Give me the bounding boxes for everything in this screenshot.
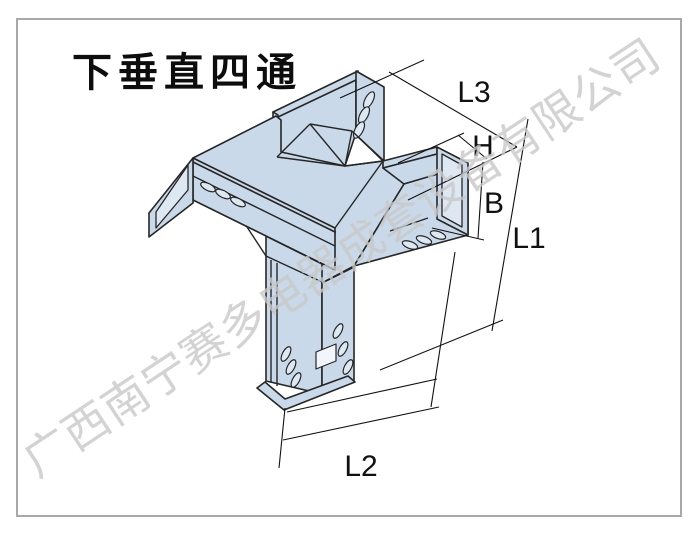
dim-line-l2-upper: [286, 378, 438, 413]
slot-icon: [280, 346, 292, 362]
slot-icon: [200, 181, 216, 193]
drop-chamfer-edge: [246, 226, 267, 257]
dim-line-l1: [491, 118, 529, 332]
left-branch-end-ring-inner: [155, 164, 189, 229]
slot-icon: [215, 188, 231, 200]
dim-ext-l3-far: [339, 59, 425, 99]
dim-label-h: H: [472, 130, 494, 163]
page-title: 下垂直四通: [72, 51, 302, 95]
dimension-labels: L3 H B L1 L2: [344, 76, 545, 483]
dim-ext-h-bottom: [407, 146, 518, 201]
dim-label-l1: L1: [512, 222, 545, 255]
slot-icon: [337, 341, 349, 357]
drop-bottom-end-ring: [256, 375, 356, 411]
dim-line-l2: [282, 406, 440, 441]
drop-fold-line: [265, 255, 323, 283]
slot-icon: [429, 230, 447, 240]
right-branch-slot-holes: [401, 230, 447, 250]
slot-icon: [230, 196, 246, 208]
dim-line-b: [477, 161, 484, 239]
dim-line-l3: [388, 71, 518, 148]
dim-ext-l2-right: [430, 251, 456, 408]
vertical-drop-channel: [246, 226, 356, 411]
dim-label-l2: L2: [344, 450, 377, 483]
drop-lip-notch: [315, 343, 337, 370]
slot-icon: [290, 372, 302, 388]
slot-icon: [285, 359, 297, 375]
left-branch-slot-holes: [200, 181, 246, 208]
slot-icon: [332, 323, 344, 339]
left-branch-fold-line: [192, 175, 336, 247]
dim-ext-b-bottom: [431, 227, 485, 241]
right-branch-fold-line: [389, 217, 429, 232]
dim-ext-l1-bottom: [379, 319, 504, 371]
transition-gusset-lines: [276, 123, 384, 229]
slot-icon: [415, 235, 433, 245]
drop-left-slot-holes: [280, 346, 302, 388]
back-branch-slot-holes: [352, 91, 376, 139]
slot-icon: [352, 121, 366, 139]
right-branch-end-ring-inner: [441, 153, 463, 228]
dim-ext-l2-left: [278, 407, 286, 469]
dimension-lines: [278, 59, 529, 469]
dim-label-l3: L3: [457, 76, 490, 109]
dim-label-b: B: [484, 187, 504, 220]
drop-right-slot-holes: [332, 323, 354, 375]
left-branch-channel: [148, 157, 336, 271]
dim-line-h: [457, 134, 488, 160]
slot-icon: [401, 240, 419, 250]
dim-ext-h-top: [397, 132, 465, 164]
slot-icon: [342, 359, 354, 375]
